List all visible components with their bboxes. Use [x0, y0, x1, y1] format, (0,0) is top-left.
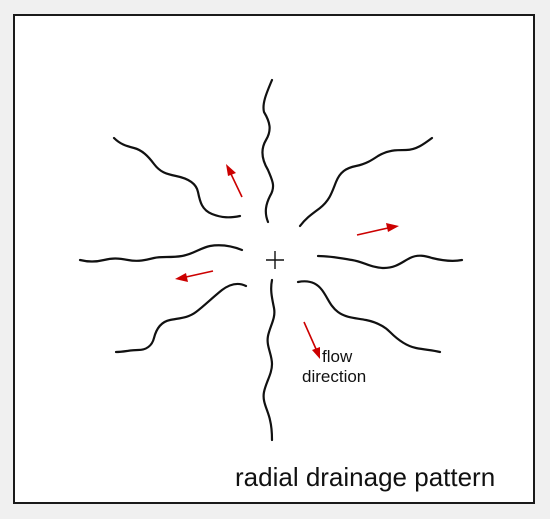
stream-northeast	[298, 136, 434, 228]
annotation-direction: direction	[302, 367, 367, 386]
flow-arrow-west	[175, 270, 214, 282]
stream-south	[262, 278, 276, 442]
diagram-panel	[13, 14, 535, 504]
center-plus-marker	[266, 251, 284, 269]
stream-north	[261, 78, 275, 224]
diagram-title: radial drainage pattern	[235, 462, 496, 492]
annotation-flow: flow	[322, 347, 353, 366]
flow-arrow-southeast	[303, 321, 320, 359]
flow-arrow-east	[356, 223, 399, 236]
stream-southeast	[296, 280, 442, 354]
stream-west	[78, 244, 244, 263]
stream-northwest	[112, 136, 242, 219]
stream-east	[316, 254, 464, 270]
flow-arrow-northwest	[226, 164, 243, 198]
stream-southwest	[114, 282, 248, 354]
